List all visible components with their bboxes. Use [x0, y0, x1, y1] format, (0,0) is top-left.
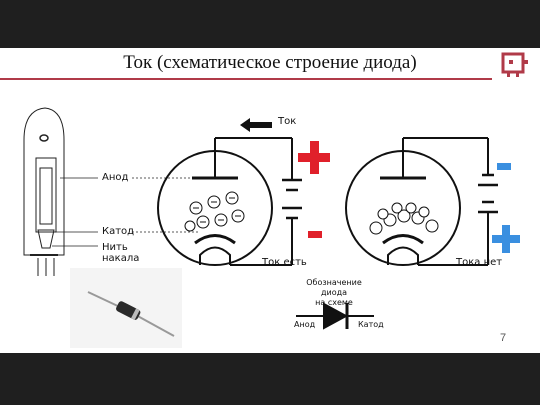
logo-icon: [501, 52, 528, 77]
minus-sign-icon: [497, 163, 511, 170]
diode-photo: [70, 268, 182, 348]
diode-symbol-icon: [296, 302, 374, 330]
current-label: Ток: [278, 116, 297, 127]
title-divider: [0, 78, 492, 80]
electrons-conducting: [184, 191, 245, 232]
symbol-caption-line2: на схеме: [315, 298, 353, 307]
arrow-left-icon: [240, 118, 272, 132]
symbol-caption: Обозначение диода на схеме: [292, 278, 376, 308]
plus-sign-icon: [298, 141, 330, 174]
symbol-anode-label: Анод: [294, 320, 316, 329]
filament-label-line2: накала: [102, 253, 140, 264]
anode-label: Анод: [102, 172, 129, 183]
diode-conducting: [157, 137, 302, 266]
minus-sign-icon: [308, 231, 322, 238]
current-off-label: Тока нет: [456, 257, 503, 268]
current-on-label: Ток есть: [262, 257, 307, 268]
filament-label: Нить накала: [102, 242, 139, 264]
symbol-cathode-label: Катод: [358, 320, 384, 329]
diode-diagram: [23, 107, 520, 330]
page-number: 7: [500, 332, 507, 344]
plus-sign-icon: [492, 225, 520, 253]
cathode-label: Катод: [102, 226, 135, 237]
filament-label-line1: Нить: [102, 242, 128, 253]
vacuum-tube-drawing: [23, 107, 65, 276]
diode-blocking: [345, 137, 498, 266]
page-title: Ток (схематическое строение диода): [123, 52, 417, 73]
electrons-blocking: [369, 202, 439, 235]
symbol-caption-line1: Обозначение диода: [306, 278, 362, 297]
